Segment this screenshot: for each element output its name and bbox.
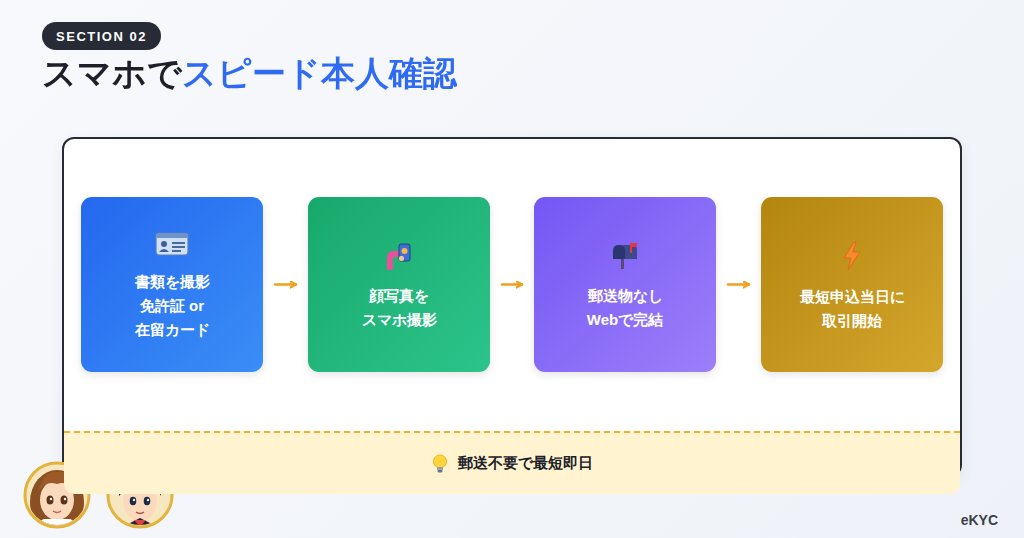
node-text: SECTION 02	[56, 29, 147, 44]
step-box: 郵送物なし Webで完結	[534, 197, 716, 372]
step-box: 最短申込当日に 取引開始	[761, 197, 943, 372]
id-card-icon	[155, 232, 189, 256]
node-text: 顔写真を スマホ撮影	[339, 284, 459, 332]
node-text: 郵送物なし Webで完結	[565, 284, 685, 332]
flow-arrow	[275, 283, 296, 285]
lightbulb-icon	[432, 454, 448, 474]
mailbox-icon	[610, 242, 640, 270]
step-box: 顔写真を スマホ撮影	[308, 197, 490, 372]
corner-label: eKYC	[961, 512, 998, 528]
selfie-icon	[385, 242, 413, 270]
flow-arrow	[502, 283, 522, 285]
flow-arrow	[728, 283, 749, 285]
lightning-icon	[841, 241, 863, 271]
node-text: 書類を撮影 免許証 or 在留カード	[112, 270, 232, 342]
step-box: 書類を撮影 免許証 or 在留カード	[81, 197, 263, 372]
section-badge: SECTION 02	[42, 22, 161, 50]
node-text: 郵送不要で最短即日	[458, 454, 593, 473]
page-title: スマホでスピード本人確認	[42, 52, 457, 95]
note-band: 郵送不要で最短即日	[64, 431, 960, 494]
node-text: 最短申込当日に 取引開始	[792, 285, 912, 333]
